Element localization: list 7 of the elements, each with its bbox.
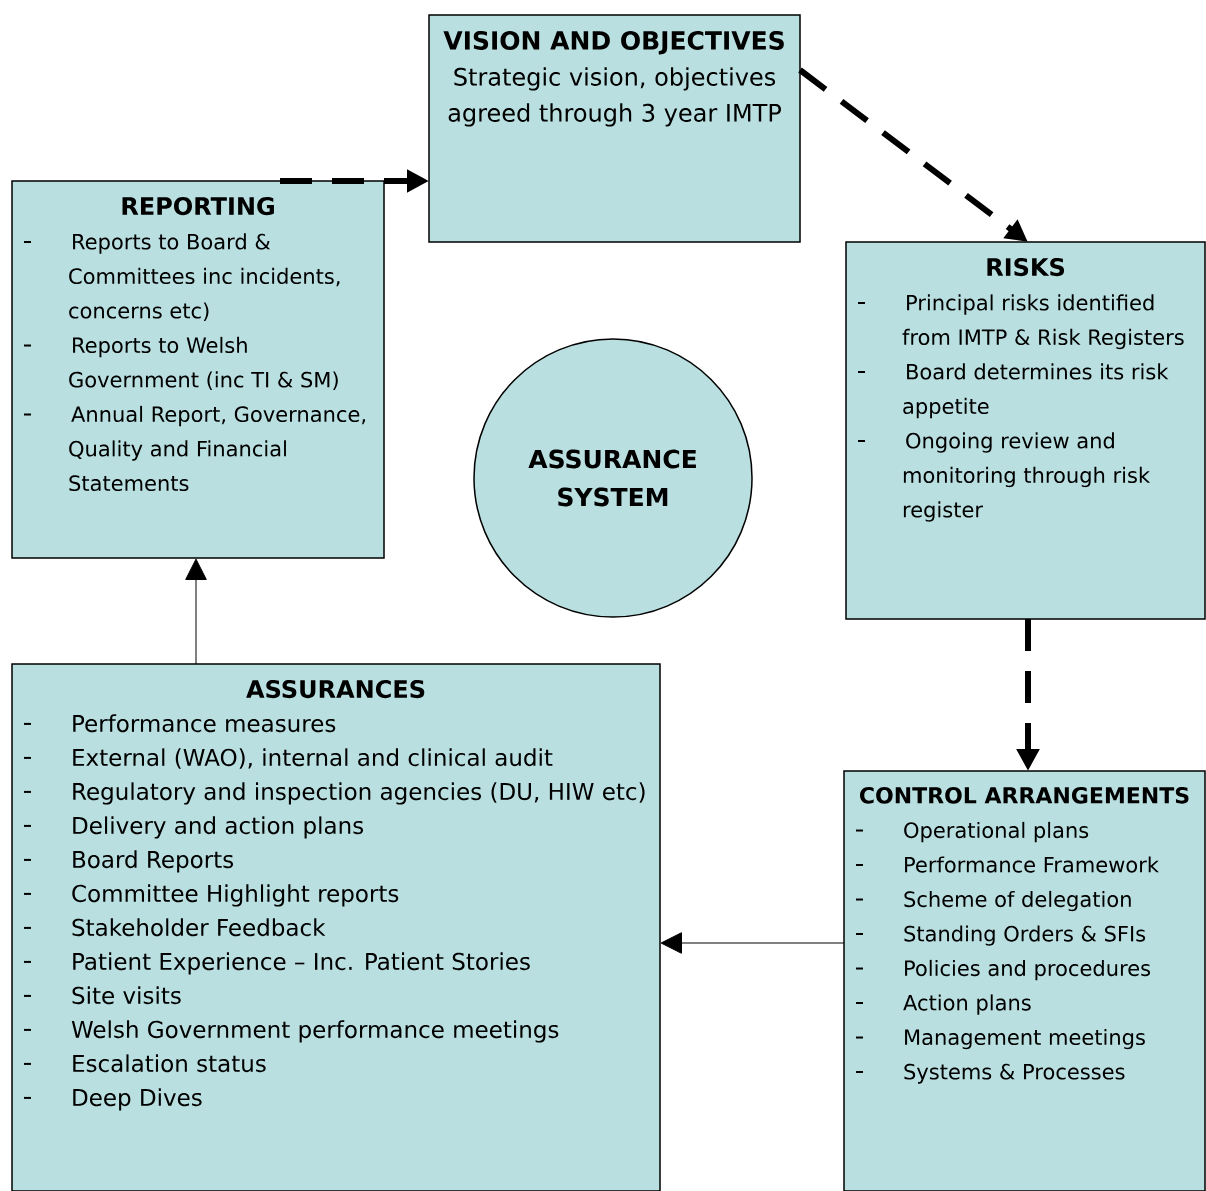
arrow — [185, 558, 207, 665]
process-box: ASSURANCES Performance measures External (WAO), internal and clinical audit Regulatory and inspection agencies (DU, HIW etc) Delivery and action plans Board Reports Committee Highlight reports Stakeholder Feedback Patient Experience – Inc. Patient Stories Site visits Welsh Government performance meetings Escalation status Deep Dives — [11, 663, 661, 1191]
process-box: VISION AND OBJECTIVES Strategic vision, objectives agreed through 3 year IMTP — [428, 14, 801, 243]
arrow — [660, 932, 845, 954]
process-box: CONTROL ARRANGEMENTS Operational plans Performance Framework Scheme of delegation Standing Orders & SFIs Policies and procedures Action plans Management meetings Systems & Processes — [843, 770, 1206, 1191]
process-box: REPORTING Reports to Board & Committees inc incidents, concerns etc) Reports to Welsh Government (inc TI & SM) Annual Report, Governance, Quality and Financial Statements — [11, 180, 385, 559]
process-box: RISKS Principal risks identified from IMTP & Risk Registers Board determines its risk appetite Ongoing review and monitoring through risk register — [845, 241, 1206, 620]
